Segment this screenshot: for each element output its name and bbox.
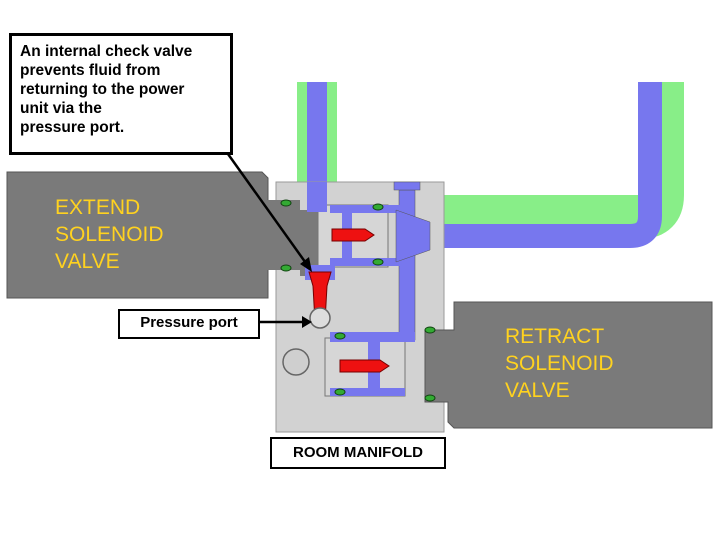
retract-label-line: RETRACT — [505, 325, 605, 348]
extend-label-line: VALVE — [55, 250, 120, 273]
callout-line: pressure port. — [20, 119, 125, 136]
pressure-port — [309, 307, 331, 329]
callout-line: unit via the — [20, 100, 102, 117]
right-pipe-loop — [430, 82, 684, 248]
pressure-port-label: Pressure port — [118, 309, 260, 339]
extend-label-line: EXTEND — [55, 196, 141, 219]
callout-line: returning to the power — [20, 81, 185, 98]
retract-valve-label: RETRACT SOLENOID VALVE — [505, 323, 614, 404]
manifold-label: ROOM MANIFOLD — [270, 437, 446, 469]
callout-line: An internal check valve — [20, 43, 193, 60]
retract-label-line: SOLENOID — [505, 352, 614, 375]
retract-label-line: VALVE — [505, 379, 570, 402]
o-ring-seals — [280, 199, 436, 402]
leader-lines — [226, 153, 312, 328]
internal-fluid-passages — [305, 181, 431, 396]
callout-line: prevents fluid from — [20, 62, 161, 79]
left-vertical-pipe — [297, 82, 337, 194]
check-valve-callout: An internal check valve prevents fluid f… — [9, 33, 233, 155]
extend-label-line: SOLENOID — [55, 223, 164, 246]
extend-valve-label: EXTEND SOLENOID VALVE — [55, 194, 164, 275]
extend-solenoid-valve — [6, 171, 389, 299]
